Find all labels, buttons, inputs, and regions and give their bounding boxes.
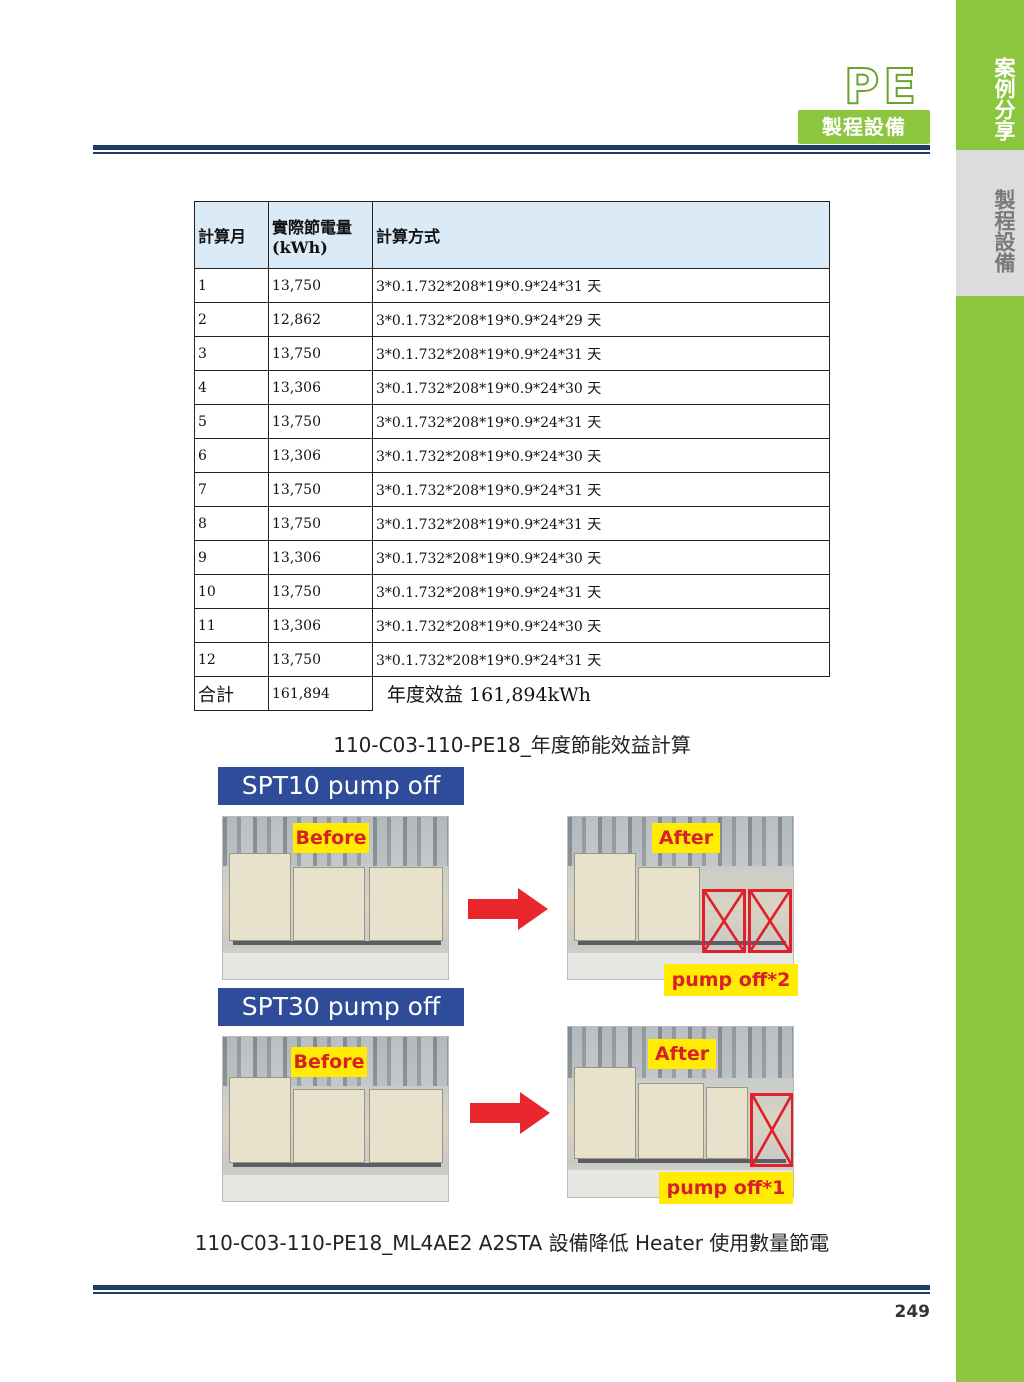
before-tag: Before xyxy=(293,823,369,853)
figure-caption: 110-C03-110-PE18_ML4AE2 A2STA 設備降低 Heate… xyxy=(194,1231,830,1255)
cell-method: 3*0.1.732*208*19*0.9*24*31 天 xyxy=(372,642,830,677)
cell-method: 3*0.1.732*208*19*0.9*24*29 天 xyxy=(372,302,830,337)
side-strip: 案例分享 製程設備 xyxy=(956,0,1024,1382)
total-label: 合計 xyxy=(194,676,269,711)
cell-method: 3*0.1.732*208*19*0.9*24*31 天 xyxy=(372,574,830,609)
cell-method: 3*0.1.732*208*19*0.9*24*30 天 xyxy=(372,438,830,473)
cell-saving: 13,750 xyxy=(268,336,373,371)
right-arrow-icon xyxy=(470,1092,550,1134)
cell-method: 3*0.1.732*208*19*0.9*24*30 天 xyxy=(372,540,830,575)
cell-method: 3*0.1.732*208*19*0.9*24*31 天 xyxy=(372,336,830,371)
cell-saving: 13,750 xyxy=(268,574,373,609)
before-tag: Before xyxy=(291,1047,367,1077)
cell-month: 3 xyxy=(194,336,269,371)
header-month: 計算月 xyxy=(194,201,269,269)
right-arrow-icon xyxy=(468,888,548,930)
total-value: 161,894 xyxy=(268,676,373,711)
after-tag: After xyxy=(652,823,720,853)
table-caption: 110-C03-110-PE18_年度節能效益計算 xyxy=(333,733,691,757)
header-method: 計算方式 xyxy=(372,201,830,269)
bottom-rule xyxy=(93,1285,930,1295)
side-tab-process-equipment[interactable]: 製程設備 xyxy=(992,189,1016,273)
photo-spt10-after: After xyxy=(567,816,794,980)
cell-saving: 13,750 xyxy=(268,472,373,507)
cell-month: 4 xyxy=(194,370,269,405)
cell-saving: 13,306 xyxy=(268,370,373,405)
cell-method: 3*0.1.732*208*19*0.9*24*31 天 xyxy=(372,472,830,507)
cell-saving: 13,306 xyxy=(268,608,373,643)
cell-month: 6 xyxy=(194,438,269,473)
cell-month: 11 xyxy=(194,608,269,643)
header-saving: 實際節電量(kWh) xyxy=(268,201,373,269)
cell-method: 3*0.1.732*208*19*0.9*24*31 天 xyxy=(372,268,830,303)
pe-logo: PE xyxy=(843,59,920,115)
annual-benefit: 年度效益 161,894kWh xyxy=(372,676,830,711)
cell-month: 9 xyxy=(194,540,269,575)
cell-saving: 13,750 xyxy=(268,404,373,439)
cell-method: 3*0.1.732*208*19*0.9*24*31 天 xyxy=(372,404,830,439)
after-tag: After xyxy=(648,1039,716,1069)
page-number: 249 xyxy=(894,1302,931,1322)
pump-off-note: pump off*1 xyxy=(659,1172,793,1204)
cell-month: 7 xyxy=(194,472,269,507)
section-title-spt10: SPT10 pump off xyxy=(218,767,464,805)
cell-method: 3*0.1.732*208*19*0.9*24*30 天 xyxy=(372,370,830,405)
pump-off-mark xyxy=(702,889,746,953)
section-title-spt30: SPT30 pump off xyxy=(218,988,464,1026)
top-rule xyxy=(93,145,930,155)
cell-saving: 13,306 xyxy=(268,438,373,473)
cell-saving: 13,750 xyxy=(268,268,373,303)
cell-saving: 13,306 xyxy=(268,540,373,575)
cell-month: 5 xyxy=(194,404,269,439)
cell-month: 1 xyxy=(194,268,269,303)
pump-off-mark xyxy=(748,889,792,953)
pump-off-note: pump off*2 xyxy=(664,964,798,996)
cell-month: 8 xyxy=(194,506,269,541)
section-band: 製程設備 xyxy=(798,110,930,144)
pump-off-mark xyxy=(750,1093,793,1167)
cell-month: 2 xyxy=(194,302,269,337)
photo-spt30-before: Before xyxy=(222,1036,449,1202)
cell-saving: 13,750 xyxy=(268,506,373,541)
photo-spt10-before: Before xyxy=(222,816,449,980)
cell-method: 3*0.1.732*208*19*0.9*24*30 天 xyxy=(372,608,830,643)
cell-month: 12 xyxy=(194,642,269,677)
side-tab-case-share[interactable]: 案例分享 xyxy=(992,57,1016,141)
cell-saving: 12,862 xyxy=(268,302,373,337)
cell-method: 3*0.1.732*208*19*0.9*24*31 天 xyxy=(372,506,830,541)
cell-saving: 13,750 xyxy=(268,642,373,677)
cell-month: 10 xyxy=(194,574,269,609)
side-tab-grey xyxy=(956,150,1024,296)
